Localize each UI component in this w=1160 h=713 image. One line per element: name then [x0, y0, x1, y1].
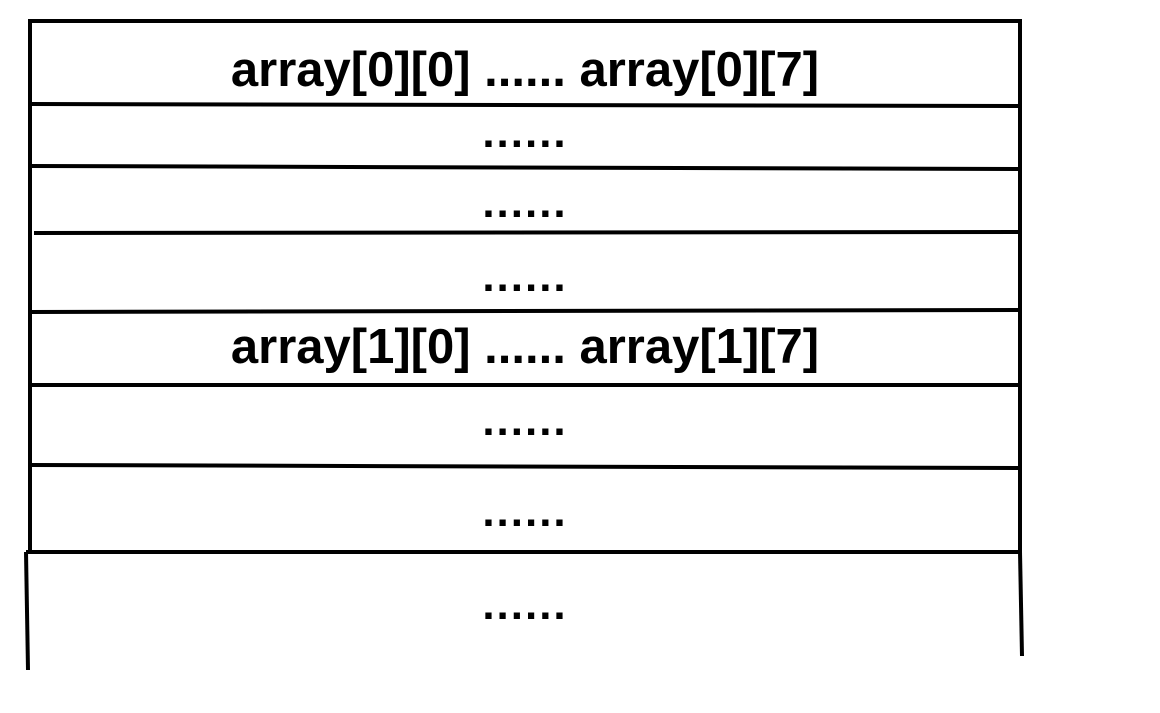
row-divider	[33, 230, 1021, 235]
continuation-left-edge	[24, 551, 30, 671]
row-ellipsis: ......	[482, 252, 568, 301]
row-ellipsis: ......	[482, 108, 568, 157]
row-divider	[29, 102, 1021, 108]
row-divider	[29, 463, 1021, 470]
row-ellipsis: ......	[482, 178, 568, 227]
row-ellipsis: ......	[482, 396, 568, 445]
row-divider	[29, 164, 1021, 171]
row-label-array-1: array[1][0] ...... array[1][7]	[230, 320, 820, 374]
row-label-array-0: array[0][0] ...... array[0][7]	[230, 43, 820, 97]
continuation-right-edge	[1018, 551, 1024, 657]
row-ellipsis: ......	[482, 580, 568, 629]
row-ellipsis: ......	[482, 487, 568, 536]
row-divider	[29, 308, 1021, 314]
